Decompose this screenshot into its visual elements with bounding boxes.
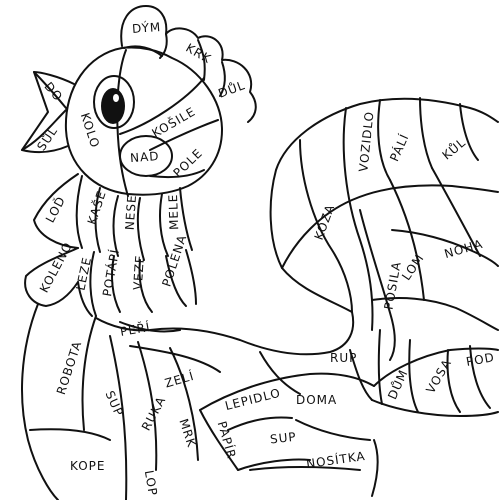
rooster-eye [93,75,135,129]
word-kul: KŮL [439,134,469,162]
word-mele: MELE [166,193,181,230]
word-nese: NESE [123,194,139,231]
word-kope: KOPE [70,459,105,473]
word-polena: POLENA [159,233,189,289]
word-veze: VEZE [131,254,147,290]
word-sup2: SUP [269,430,297,447]
word-dym: DÝM [131,19,161,36]
word-lepidlo: LEPIDLO [224,386,283,413]
word-pali: PÁLÍ [386,131,411,164]
tail-feathers [269,97,499,497]
rooster-body [21,303,355,500]
word-peri: PEŘÍ [119,319,152,339]
word-noha: NOHA [443,237,485,261]
nad-circle [119,135,173,177]
word-labels: DÝM KRK DŮL DO SŮL KOLO KOŠILE NAD POLE … [33,19,495,497]
word-koleno: KOLENO [37,240,75,295]
word-dul: DŮL [216,77,247,101]
rooster-wattle [24,173,197,317]
word-doma: DOMA [296,393,337,407]
word-vozidlo: VOZIDLO [356,110,376,172]
rooster-beak [21,71,75,154]
word-posila: POSILA [382,260,404,311]
body-segments [29,315,375,500]
word-koza: KOZA [312,202,338,242]
word-pod: POD [465,350,496,369]
word-krk: KRK [183,41,214,67]
word-leze: LEZE [73,255,94,291]
word-nad: NAD [130,149,160,165]
word-lopata: LOP [142,469,160,497]
word-ruka: RUKA [139,394,169,433]
word-robota: ROBOTA [54,339,85,396]
word-rup: RUP [330,351,357,365]
word-kosile: KOŠILE [149,103,198,140]
word-lod: LOĎ [42,193,68,225]
word-sup1: SUP [103,389,127,419]
word-potapi: POTÁPÍ [99,248,122,298]
word-kase: KAŠE [84,188,109,226]
word-lom: LOM [399,251,427,283]
word-mrk: MRK [176,417,198,450]
word-dum: DŮM [384,367,410,402]
